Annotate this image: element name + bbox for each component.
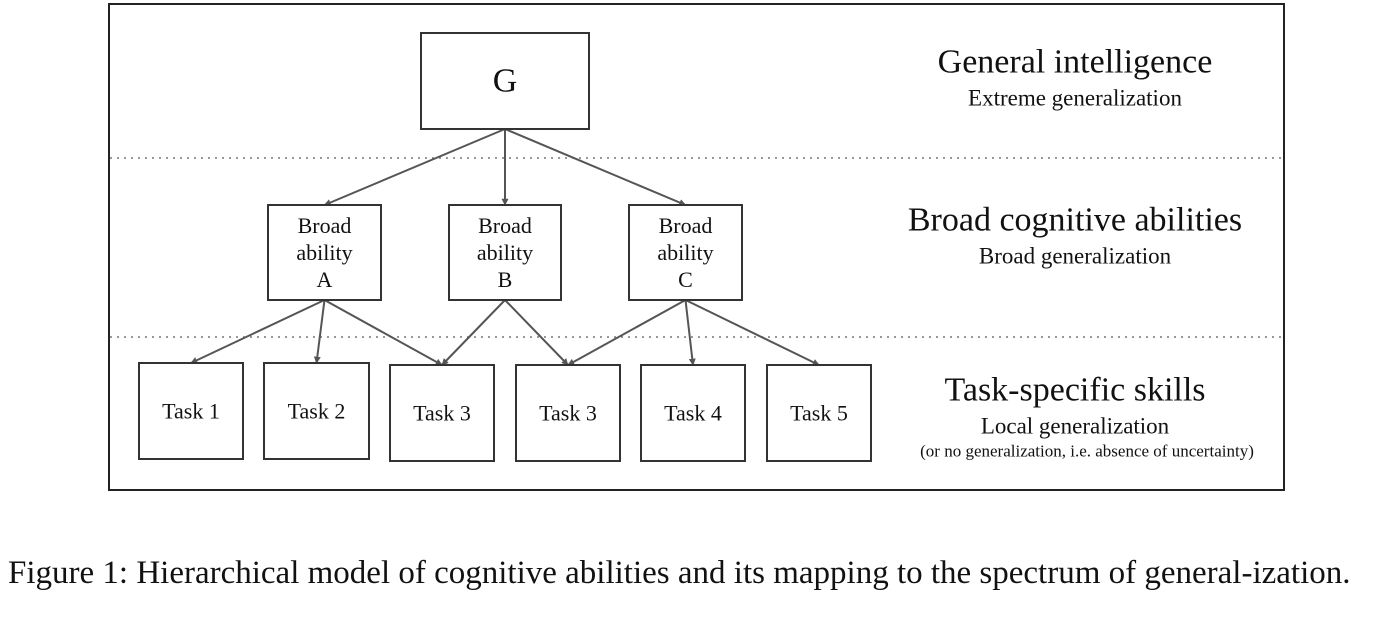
edge-c-t4 — [684, 299, 696, 366]
edge-b-t3a — [441, 299, 506, 366]
figure-frame — [108, 3, 1285, 491]
edge-a-t1 — [190, 299, 325, 364]
node-box — [420, 32, 590, 130]
node-label: Broad — [659, 213, 713, 238]
node-t4: Task 4 — [640, 364, 746, 462]
level-title: Task-specific skills — [944, 372, 1205, 409]
node-box — [515, 364, 621, 462]
level-note: (or no generalization, i.e. absence of u… — [920, 442, 1254, 461]
node-label: ability — [477, 240, 533, 265]
level-title: General intelligence — [938, 44, 1213, 81]
node-g: G — [420, 32, 590, 130]
node-box — [628, 204, 743, 301]
node-label: C — [678, 267, 693, 292]
node-label: A — [317, 267, 333, 292]
node-box — [448, 204, 562, 301]
node-label: Task 2 — [288, 399, 346, 424]
node-label: Broad — [298, 213, 352, 238]
node-t1: Task 1 — [138, 362, 244, 460]
level-subtitle: Local generalization — [981, 414, 1170, 439]
node-box — [263, 362, 370, 460]
node-label: B — [498, 267, 513, 292]
level-subtitle: Broad generalization — [979, 244, 1172, 269]
node-t3b: Task 3 — [515, 364, 621, 462]
edge-c-t5 — [685, 299, 820, 366]
node-t5: Task 5 — [766, 364, 872, 462]
node-label: ability — [657, 240, 713, 265]
node-t2: Task 2 — [263, 362, 370, 460]
edge-a-t3a — [324, 299, 443, 366]
figure-caption: Figure 1: Hierarchical model of cognitiv… — [8, 552, 1388, 595]
node-label: ability — [296, 240, 352, 265]
node-box — [138, 362, 244, 460]
hierarchy-diagram: GBroadabilityABroadabilityBBroadabilityC… — [108, 3, 1285, 491]
node-box — [640, 364, 746, 462]
node-label: Task 4 — [664, 401, 722, 426]
edge-a-t2 — [313, 299, 326, 364]
node-box — [267, 204, 382, 301]
node-t3a: Task 3 — [389, 364, 495, 462]
node-label: Task 3 — [413, 401, 471, 426]
node-box — [766, 364, 872, 462]
edge-c-t3b — [567, 299, 686, 366]
edge-g-c — [504, 128, 687, 206]
node-label: Task 5 — [790, 401, 848, 426]
level-subtitle: Extreme generalization — [968, 86, 1182, 111]
edge-b-t3b — [504, 299, 569, 366]
edge-g-a — [323, 128, 506, 206]
node-label: G — [493, 63, 518, 100]
node-box — [389, 364, 495, 462]
node-label: Task 3 — [539, 401, 597, 426]
level-title: Broad cognitive abilities — [908, 202, 1242, 239]
node-label: Broad — [478, 213, 532, 238]
caption-text: Figure 1: Hierarchical model of cognitiv… — [8, 555, 1351, 591]
node-label: Task 1 — [162, 399, 220, 424]
